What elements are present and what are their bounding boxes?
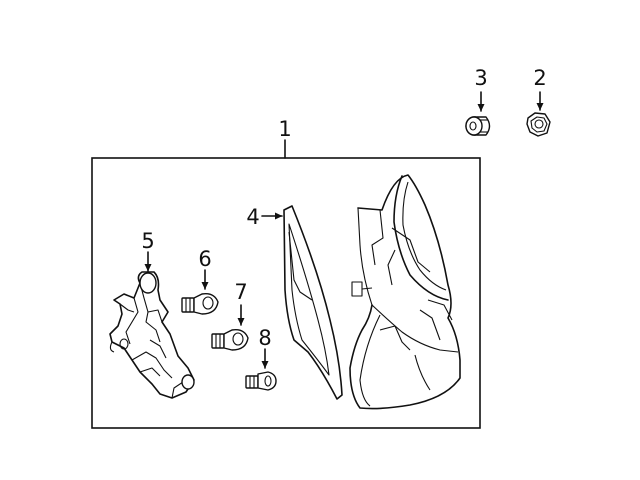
part-7-bulb	[211, 328, 249, 351]
part-8-wedge-bulb	[245, 371, 277, 391]
callout-7: 7	[234, 280, 247, 304]
callout-4: 4	[246, 205, 259, 229]
part-5-bulb-socket	[109, 271, 195, 399]
part-6-bulb	[181, 292, 219, 315]
callout-1: 1	[278, 117, 291, 141]
callout-8: 8	[258, 326, 271, 350]
callout-5: 5	[141, 229, 154, 253]
callout-3: 3	[474, 66, 487, 90]
callout-6: 6	[198, 247, 211, 271]
tail-lamp-housing	[349, 174, 461, 410]
part-4-gasket	[283, 205, 343, 400]
assembly-box	[91, 157, 481, 429]
part-3-washer-nut	[465, 116, 491, 136]
callout-2: 2	[533, 66, 546, 90]
part-2-hex-nut	[526, 112, 551, 137]
